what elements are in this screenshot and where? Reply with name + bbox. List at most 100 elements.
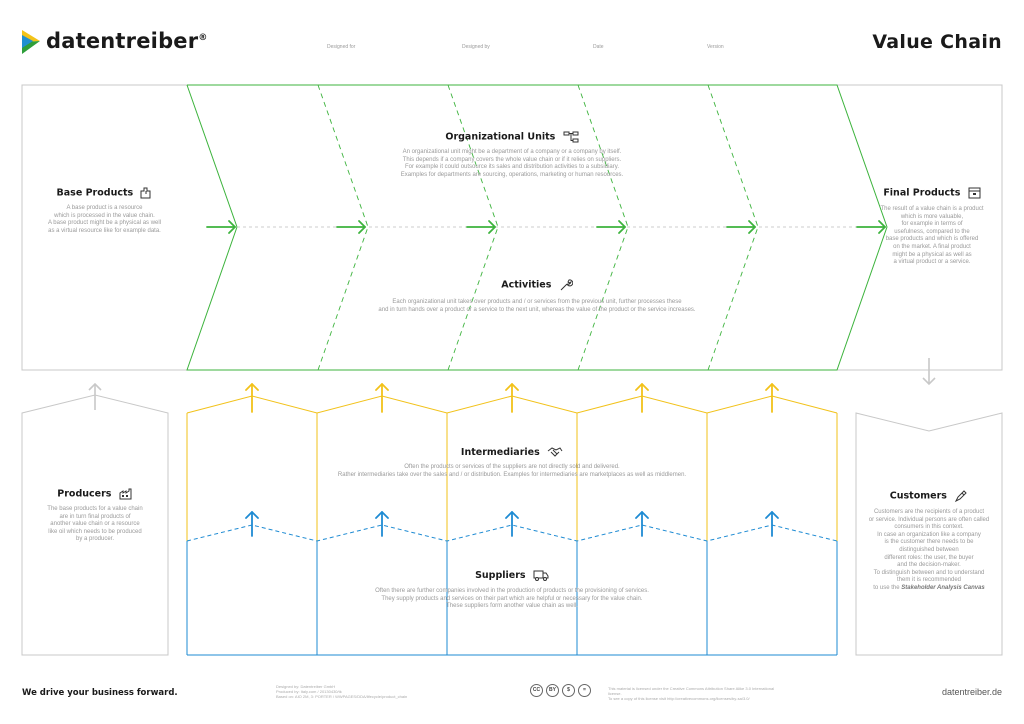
desc-line: different roles: the user, the buyer (884, 554, 974, 561)
designed-for-label: Designed for (327, 44, 356, 50)
date-label: Date (593, 44, 604, 50)
desc-line: are in turn final products of (59, 513, 131, 520)
supplier-arrows (245, 511, 779, 537)
license-line: This material is licensed under the Crea… (608, 686, 775, 696)
desc-line: Examples for departments are sourcing, o… (400, 171, 624, 178)
attribution-icon: BY (546, 684, 559, 697)
unit-dividers (317, 84, 759, 371)
truck-icon (533, 570, 549, 581)
license-icons[interactable]: CC BY $ = (530, 684, 591, 697)
desc-line: Each organizational unit takes over prod… (392, 299, 682, 305)
puzzle-icon (140, 187, 151, 199)
suppliers-title: Suppliers (327, 570, 697, 581)
desc-line-prefix: to use the (873, 584, 900, 591)
designed-by-label: Designed by (462, 44, 490, 50)
organizational-units-title-text: Organizational Units (445, 131, 556, 143)
customers-description: Customers are the recipients of a produc… (856, 509, 1002, 593)
desc-line: a virtual product or a service. (893, 259, 971, 266)
desc-line: them it is recommended (896, 577, 962, 584)
base-products-section: Base Products A base product is a resour… (22, 187, 187, 235)
activities-title: Activities (307, 278, 767, 292)
suppliers-region (186, 524, 838, 656)
producers-title-text: Producers (57, 488, 112, 500)
customers-arrow (922, 358, 936, 386)
desc-line: Rather intermediaries take over the sale… (337, 471, 687, 478)
desc-line: Often there are further companies involv… (375, 588, 649, 594)
desc-line: or service. Individual persons are often… (868, 516, 990, 523)
customers-box (855, 412, 1003, 656)
box-icon (968, 187, 981, 199)
organizational-units-section: Organizational Units An organizational u… (327, 131, 697, 179)
organization-chevron (186, 84, 888, 371)
desc-line: This depends if a company covers the who… (402, 156, 622, 163)
desc-line: as a virtual resource like for example d… (48, 227, 161, 234)
datentreiber-logo-mark (22, 30, 40, 54)
license-line[interactable]: To see a copy of this license visit http… (608, 696, 750, 701)
page-title: Value Chain (872, 31, 1002, 53)
desc-line: They supply products and services on the… (381, 595, 643, 602)
footer-tagline: We drive your business forward. (22, 688, 178, 698)
organizational-units-title: Organizational Units (327, 131, 697, 143)
activities-section: Activities Each organizational unit take… (307, 278, 767, 314)
handshake-icon (547, 447, 563, 457)
base-products-title: Base Products (22, 187, 187, 199)
credit-line: Produced by: Italy.com / 20130430/tk (276, 689, 342, 694)
desc-line: to use the Stakeholder Analysis Canvas (856, 585, 1002, 593)
desc-line: another value chain or a resource (50, 521, 140, 528)
producers-arrow (88, 382, 102, 410)
desc-line: Often the products or services of the su… (404, 464, 620, 470)
desc-line: might be a physical as well as (892, 251, 972, 258)
website-link[interactable]: datentreiber.de (941, 687, 1002, 697)
final-products-section: Final Products The result of a value cha… (862, 187, 1002, 267)
desc-line: like oil which needs to be produced (48, 528, 142, 535)
brand-name[interactable]: datentreiber® (46, 29, 208, 53)
factory-icon (119, 488, 132, 500)
brand-text: datentreiber (46, 29, 199, 53)
suppliers-section: Suppliers Often there are further compan… (327, 570, 697, 611)
intermediaries-description: Often the products or services of the su… (317, 464, 707, 479)
desc-line: The result of a value chain is a product (880, 206, 984, 212)
desc-line: and in turn hands over a product or a se… (378, 306, 696, 313)
desc-line: distinguished between (899, 546, 959, 553)
desc-line: usefulness, compared to the (894, 228, 970, 235)
intermediary-arrows (245, 383, 779, 413)
desc-line: In case an organization like a company (877, 531, 981, 538)
customer-pen-icon (955, 490, 967, 503)
credit-line: Based on: AIO 2M, 3: PORTER / WWPAGES/DD… (276, 694, 408, 699)
base-products-title-text: Base Products (56, 187, 134, 199)
desc-line: The base products for a value chain (47, 506, 143, 512)
final-products-description: The result of a value chain is a product… (862, 206, 1002, 267)
footer-credits: Designed by: Datentreiber GmbH Produced … (276, 684, 496, 699)
suppliers-description: Often there are further companies involv… (327, 588, 697, 611)
desc-line: base products and which is offered (885, 236, 979, 243)
producers-title: Producers (22, 488, 168, 500)
final-products-title: Final Products (862, 187, 1002, 199)
activity-arrows (206, 220, 886, 234)
desc-line: on the market. A final product (893, 243, 971, 250)
wrench-icon (560, 279, 573, 291)
desc-line: which is more valuable, (900, 213, 964, 220)
desc-line: These suppliers form another value chain… (446, 603, 578, 610)
desc-line: consumers in this context. (894, 524, 964, 531)
customers-title: Customers (856, 489, 1002, 503)
creative-commons-icon: CC (530, 684, 543, 697)
credit-line: Designed by: Datentreiber GmbH (276, 684, 336, 689)
license-text: This material is licensed under the Crea… (608, 686, 788, 701)
intermediaries-title: Intermediaries (317, 447, 707, 458)
intermediaries-title-text: Intermediaries (460, 447, 540, 458)
final-products-title-text: Final Products (883, 187, 961, 199)
desc-line: A base product might be a physical as we… (47, 220, 162, 227)
desc-line: Customers are the recipients of a produc… (873, 509, 985, 515)
registered-mark: ® (198, 33, 208, 43)
intermediaries-section: Intermediaries Often the products or ser… (317, 447, 707, 479)
desc-line: For example it could outsource its sales… (405, 164, 619, 171)
activities-title-text: Activities (501, 279, 552, 291)
org-chart-icon (563, 131, 579, 143)
organizational-units-description: An organizational unit might be a depart… (327, 149, 697, 179)
activities-description: Each organizational unit takes over prod… (307, 299, 767, 314)
desc-line: An organizational unit might be a depart… (402, 149, 622, 155)
suppliers-title-text: Suppliers (475, 570, 526, 581)
stakeholder-canvas-link[interactable]: Stakeholder Analysis Canvas (901, 584, 985, 591)
producers-box (21, 394, 169, 656)
